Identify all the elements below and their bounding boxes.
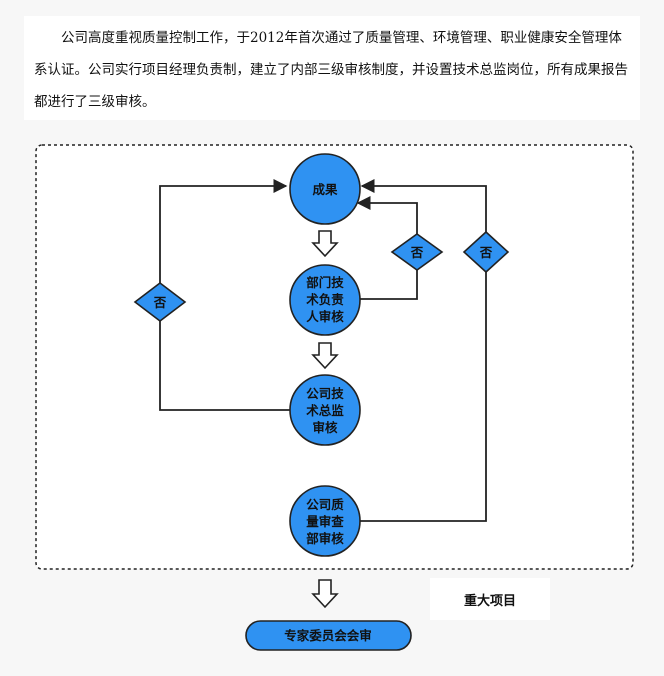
connector-qc-to-right-decision — [358, 272, 487, 522]
connector-right-decision-to-result — [360, 179, 487, 232]
flow-arrow-result-to-dept — [311, 230, 339, 258]
decision-left: 否 — [133, 281, 187, 323]
decision-right: 否 — [462, 230, 510, 274]
connector-left-decision-to-result — [159, 179, 288, 283]
flow-arrow-dept-to-director — [311, 342, 339, 370]
node-dept-line-1: 部门技 — [306, 275, 344, 290]
node-qc-line-2: 量审查 — [306, 514, 344, 529]
connector-director-to-left-decision — [159, 321, 292, 411]
node-expert-review: 专家委员会会审 — [245, 620, 412, 651]
expert-review-label: 专家委员会会审 — [284, 628, 372, 643]
node-result: 成果 — [289, 153, 361, 225]
node-qc-review: 公司质 量审查 部审核 — [289, 485, 361, 557]
node-qc-line-1: 公司质 — [306, 497, 344, 512]
decision-mid-label: 否 — [410, 245, 424, 260]
node-director-line-3: 审核 — [312, 420, 338, 435]
node-dept-line-2: 术负责 — [305, 292, 344, 307]
decision-mid: 否 — [390, 233, 444, 271]
major-project-label: 重大项目 — [430, 578, 550, 620]
flow-arrow-to-expert-review — [311, 579, 339, 609]
node-result-line-1: 成果 — [312, 182, 338, 197]
node-dept-line-3: 人审核 — [306, 309, 344, 324]
intro-panel: 公司高度重视质量控制工作，于2012年首次通过了质量管理、环境管理、职业健康安全… — [24, 16, 640, 120]
node-qc-line-3: 部审核 — [306, 531, 344, 546]
intro-text: 公司高度重视质量控制工作，于2012年首次通过了质量管理、环境管理、职业健康安全… — [34, 30, 628, 110]
decision-left-label: 否 — [153, 295, 167, 310]
node-director-review: 公司技 术总监 审核 — [289, 374, 361, 446]
connector-mid-decision-to-result — [356, 196, 418, 234]
node-dept-review: 部门技 术负责 人审核 — [289, 264, 361, 336]
decision-right-label: 否 — [479, 245, 493, 260]
connector-dept-to-mid-decision — [357, 270, 418, 300]
node-director-line-1: 公司技 — [306, 386, 344, 401]
node-director-line-2: 术总监 — [305, 403, 344, 418]
